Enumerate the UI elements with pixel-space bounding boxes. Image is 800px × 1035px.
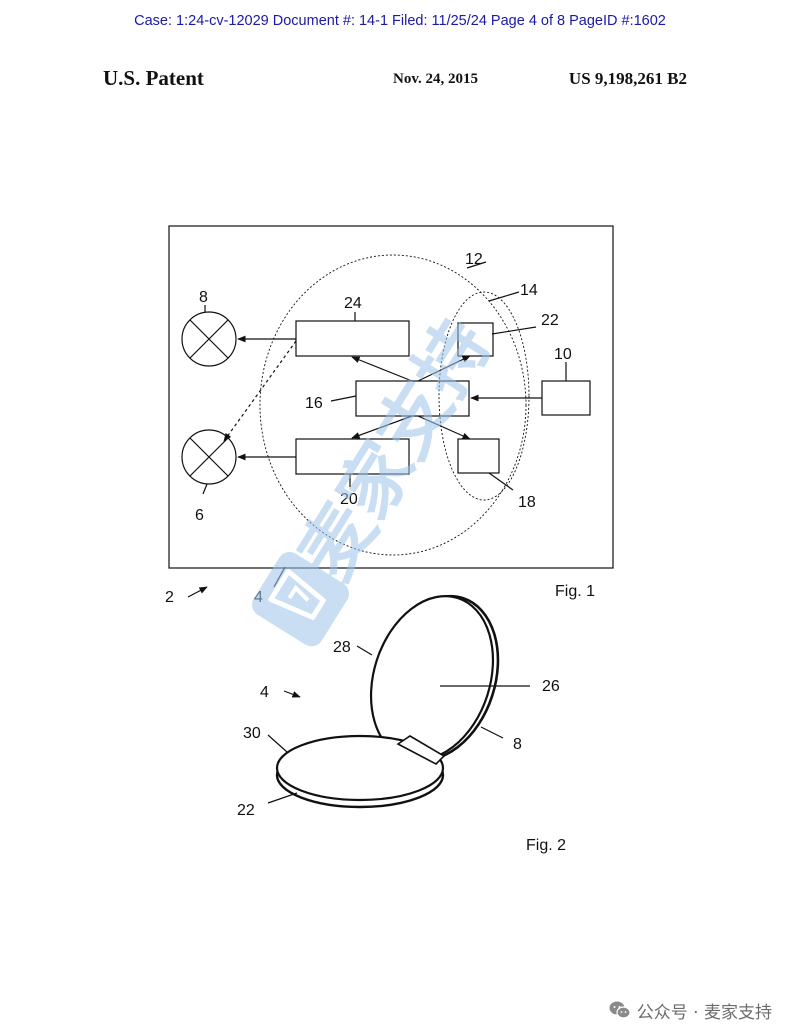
figure-2-caption: Fig. 2 xyxy=(526,837,566,854)
patent-header: U.S. Patent Nov. 24, 2015 US 9,198,261 B… xyxy=(0,66,800,96)
block-18 xyxy=(457,438,500,474)
block-24 xyxy=(295,320,410,357)
label-6: 6 xyxy=(195,507,204,524)
figure-2 xyxy=(267,594,530,809)
label-22-fig2: 22 xyxy=(237,802,255,819)
label-12: 12 xyxy=(465,251,483,268)
lamp-6 xyxy=(181,429,237,485)
watermark-logo-icon xyxy=(252,551,349,647)
figure-1 xyxy=(168,225,614,598)
label-28: 28 xyxy=(333,639,351,656)
block-10 xyxy=(541,380,591,416)
block-22 xyxy=(457,322,494,357)
label-10: 10 xyxy=(554,346,572,363)
hinge xyxy=(396,735,446,765)
sensor-region-ellipse xyxy=(438,291,530,501)
patent-header-date: Nov. 24, 2015 xyxy=(393,71,479,87)
block-16 xyxy=(355,380,470,417)
label-8-fig2: 8 xyxy=(513,736,522,753)
label-18: 18 xyxy=(518,494,536,511)
label-4-fig2: 4 xyxy=(260,684,269,701)
label-24: 24 xyxy=(344,295,362,312)
label-16: 16 xyxy=(305,395,323,412)
footer-text: 公众号 · 麦家支持 xyxy=(636,1002,772,1023)
label-14: 14 xyxy=(520,282,538,299)
wechat-icon xyxy=(609,1000,631,1020)
patent-header-title: U.S. Patent xyxy=(103,66,204,90)
control-region-ellipse xyxy=(259,254,527,556)
label-22: 22 xyxy=(541,312,559,329)
label-20: 20 xyxy=(340,491,358,508)
patent-header-number: US 9,198,261 B2 xyxy=(568,69,687,88)
disc-30-face xyxy=(275,734,445,802)
label-26: 26 xyxy=(542,678,560,695)
label-30: 30 xyxy=(243,725,261,742)
figure-1-caption: Fig. 1 xyxy=(555,583,595,600)
figure-2-labels: 28 26 4 8 30 22 Fig. 2 xyxy=(237,639,566,854)
watermark-text: 麦家支持 xyxy=(283,305,507,594)
case-header: Case: 1:24-cv-12029 Document #: 14-1 Fil… xyxy=(134,13,666,29)
label-8: 8 xyxy=(199,289,208,306)
footer-account: 公众号 · 麦家支持 xyxy=(609,997,772,1023)
label-2: 2 xyxy=(165,589,174,606)
vehicle-frame xyxy=(168,225,614,569)
lamp-8 xyxy=(181,311,237,367)
